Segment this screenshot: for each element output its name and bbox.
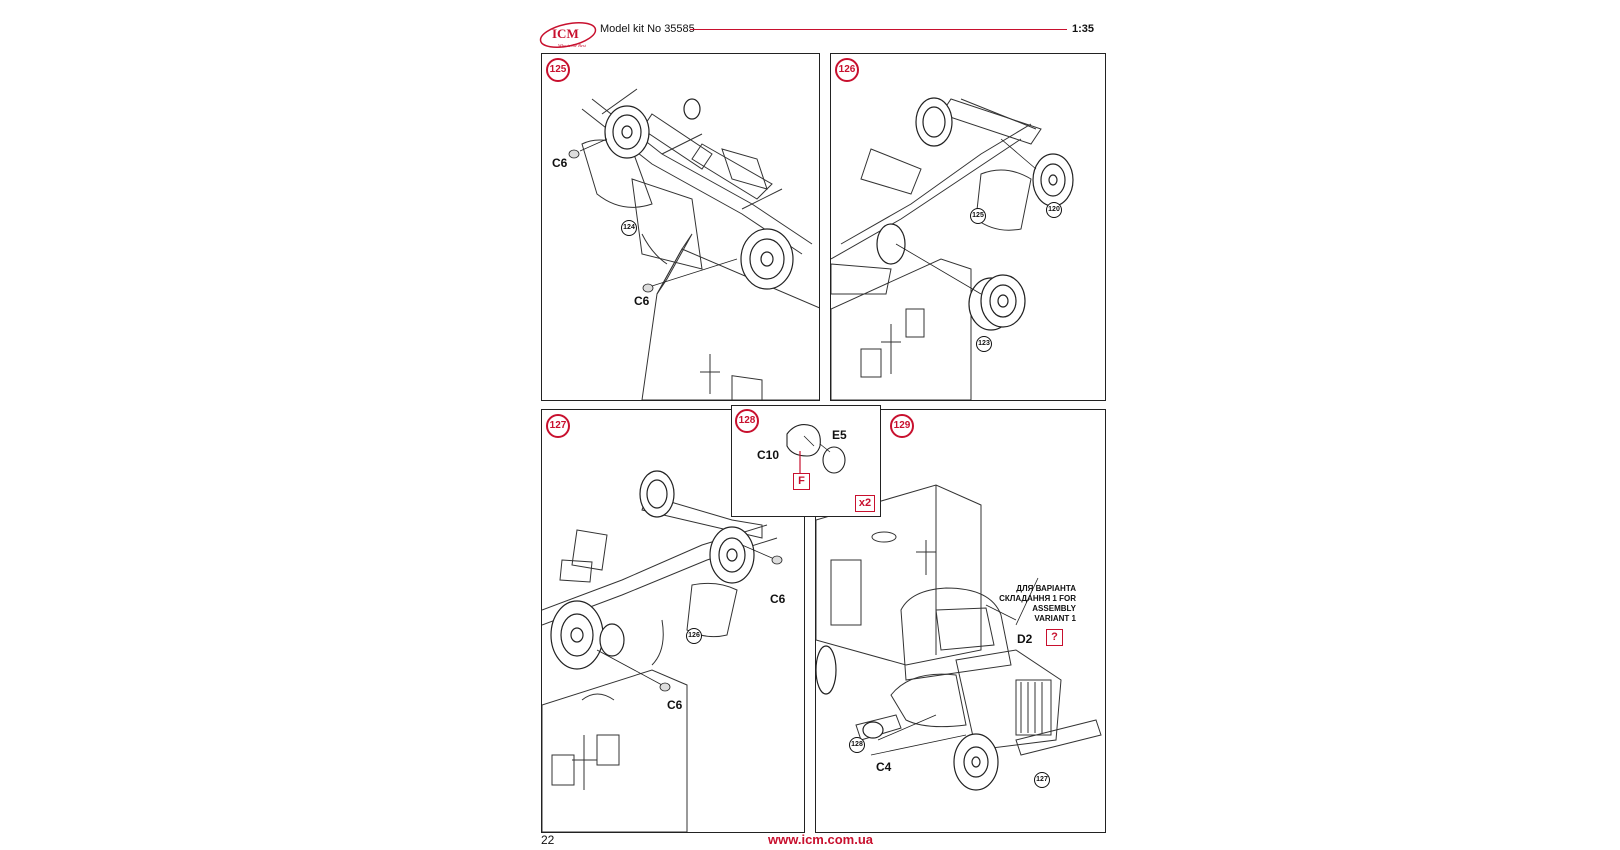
ref-step-126: 126	[686, 628, 702, 644]
ref-step-120: 120	[1046, 202, 1062, 218]
scale-label: 1:35	[1072, 23, 1095, 35]
part-label-d2: D2	[1017, 632, 1033, 646]
step-128-drawing	[786, 424, 846, 474]
part-label-c6-d: C6	[667, 698, 683, 712]
ref-step-124: 124	[621, 220, 637, 236]
page-number: 22	[541, 833, 555, 847]
part-label-c6-c: C6	[770, 592, 786, 606]
model-kit-title: Model kit No 35585	[600, 23, 695, 35]
step-number-128: 128	[735, 409, 759, 433]
ref-step-125: 125	[970, 208, 986, 224]
multiplier-box: x2	[855, 495, 875, 512]
step-126-drawing	[831, 97, 1074, 400]
step-number-129: 129	[890, 414, 914, 438]
logo-tagline: Who is the Best	[558, 43, 587, 48]
step-number-127: 127	[546, 414, 570, 438]
step-127-panel: 127 C6 C6 126	[541, 409, 805, 833]
step-125-drawing	[568, 88, 819, 400]
step-128-panel: 128 C10 E5 F x2	[731, 405, 881, 517]
assembly-variant-note: ДЛЯ ВАРІАНТА СКЛАДАННЯ 1 FOR ASSEMBLY VA…	[999, 584, 1076, 623]
step-126-panel: 126 125 120 123	[830, 53, 1106, 401]
part-label-e5: E5	[832, 428, 847, 442]
step-number-126: 126	[835, 58, 859, 82]
step-125-panel: 125 C6 C6 124	[541, 53, 820, 401]
part-label-c4: C4	[876, 760, 892, 774]
part-label-c6-b: C6	[634, 294, 650, 308]
part-label-c10: C10	[757, 448, 780, 462]
ref-step-123: 123	[976, 336, 992, 352]
part-label-c6-a: C6	[552, 156, 568, 170]
step-129-drawing	[816, 484, 1102, 791]
step-number-125: 125	[546, 58, 570, 82]
website-url[interactable]: www.icm.com.ua	[768, 832, 873, 847]
variant-mark-box: ?	[1046, 629, 1063, 646]
icm-logo: ICM Who is the Best	[538, 20, 598, 50]
header-rule	[690, 29, 1067, 30]
step-127-drawing	[542, 470, 783, 832]
ref-step-128: 128	[849, 737, 865, 753]
paint-code-box: F	[793, 473, 810, 490]
ref-step-127: 127	[1034, 772, 1050, 788]
logo-text: ICM	[552, 26, 579, 41]
